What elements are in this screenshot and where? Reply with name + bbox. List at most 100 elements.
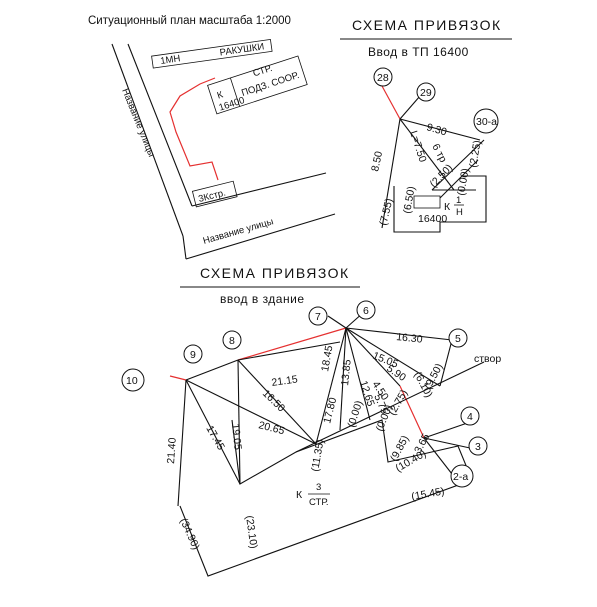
red-seg-top (237, 327, 347, 361)
tri-17-80 (315, 327, 347, 445)
street-bottom-label: Название улицы (202, 216, 275, 247)
dim-l-7-50: L=7.50 (407, 129, 428, 164)
node-2a-label: 2-а (453, 471, 468, 483)
street-bottom-edge-a (191, 172, 327, 207)
tp-k-num: 1 (456, 195, 461, 206)
situation-plan: Ситуационный план масштаба 1:2000 Назван… (88, 15, 336, 260)
bldg-str-label: СТР. (252, 63, 274, 79)
leg-3 (423, 437, 471, 449)
red-seg-10 (169, 375, 187, 381)
building-scheme: СХЕМА ПРИВЯЗОК ввод в здание 10 (121, 265, 501, 577)
tri-12-65 (345, 327, 371, 421)
node-29-label: 29 (420, 87, 432, 99)
tri-21-15 (237, 341, 341, 361)
tp-k-den: Н (456, 207, 463, 218)
dim-9-30: 9.30 (425, 121, 448, 138)
leg-2a (423, 437, 453, 475)
bldg-k-letter: К (296, 489, 303, 501)
tri-19-05 (237, 359, 241, 485)
node-10 (121, 368, 145, 392)
dim-11-35: (11.35) (309, 438, 326, 472)
tri-21-40 (177, 379, 187, 507)
bldg-k-den: СТР. (309, 497, 329, 508)
bldg-rakushki-label: РАКУШКИ (219, 41, 265, 58)
node-5 (448, 328, 468, 348)
node-6 (356, 300, 376, 320)
tp-building-num: 16400 (418, 213, 447, 225)
dim-5-90: 5.90 (384, 363, 408, 384)
dim-20-65: 20.65 (257, 419, 286, 437)
street-corner (182, 235, 187, 260)
node-9-label: 9 (190, 349, 196, 361)
dim-7-55: (7.55) (377, 197, 395, 227)
node-28-label: 28 (377, 72, 389, 84)
node-10-label: 10 (126, 375, 138, 387)
node-5-label: 5 (455, 333, 461, 345)
dim-21-15: 21.15 (271, 373, 299, 389)
node-4-label: 4 (467, 411, 473, 423)
leg-29 (399, 95, 421, 120)
node-3-label: 3 (475, 441, 481, 453)
dim-0-00: (0.00) (455, 167, 472, 196)
node-3 (468, 436, 488, 456)
dim-15-45: (15.45) (410, 485, 445, 503)
building-rakushki: 1МН РАКУШКИ (151, 38, 273, 69)
stvor-line (295, 361, 485, 453)
stvor-label: створ (474, 353, 501, 365)
tri-right (439, 339, 453, 387)
tp-building-outline (393, 175, 487, 233)
dim-17-80: 17.80 (321, 396, 339, 425)
dim-21-40: 21.40 (165, 437, 179, 464)
node-30a-label: 30-а (476, 116, 497, 128)
tp-k-letter: К (444, 201, 451, 213)
tri-20-65 (185, 379, 317, 445)
tri-top-left (185, 359, 239, 381)
building-outline (179, 419, 473, 577)
building-3k: 3Кстр. (191, 180, 238, 208)
node-29 (416, 82, 436, 102)
tp-scheme-subtitle: Ввод в ТП 16400 (368, 45, 469, 59)
dim-8-50: 8.50 (369, 150, 385, 173)
node-7 (308, 306, 328, 326)
tri-16-50 (237, 359, 317, 445)
street-bottom-edge-b (185, 213, 336, 260)
tp-k-label: К (216, 89, 225, 101)
tri-5-90 (345, 327, 401, 387)
street-left-edge-b (127, 43, 193, 207)
dim-2-25: (2.25) (467, 139, 484, 168)
tri-17-45 (185, 379, 241, 485)
dim-13-85: 13.85 (339, 359, 354, 387)
dim-16-50: 16.50 (260, 388, 287, 415)
building-scheme-subtitle: ввод в здание (220, 292, 305, 306)
dim-19-05: 19.05 (229, 423, 244, 451)
tri-13-85 (339, 327, 347, 431)
building-scheme-title: СХЕМА ПРИВЯЗОК (200, 265, 350, 281)
dim-16-30: 16.30 (396, 331, 424, 346)
street-left-label: Название улицы (119, 87, 157, 159)
node-8 (222, 330, 242, 350)
node-28 (373, 67, 393, 87)
leg-7 (327, 315, 347, 329)
tri-15-05 (345, 327, 441, 387)
dim-6-50: (6.50) (401, 185, 418, 214)
tp-scheme: СХЕМА ПРИВЯЗОК Ввод в ТП 16400 28 29 30-… (340, 17, 512, 233)
line-2-50 (439, 159, 479, 199)
tp-inner-box (413, 195, 441, 209)
dim-18-45: 18.45 (319, 344, 335, 372)
node-6-label: 6 (363, 305, 369, 317)
building-podz: К 16400 СТР. ПОДЗ. СООР. (207, 55, 308, 115)
node-7-label: 7 (315, 311, 321, 323)
red-leg-28 (381, 85, 401, 120)
node-2a (450, 464, 474, 488)
bldg-3k-label: 3Кстр. (197, 188, 227, 205)
bldg-k-num: 3 (316, 482, 321, 493)
line-8-50 (381, 118, 401, 229)
cable-route (169, 77, 219, 181)
dim-0-00-a: (0.00) (345, 399, 365, 429)
red-seg-right (399, 385, 425, 439)
tp-scheme-title: СХЕМА ПРИВЯЗОК (352, 17, 502, 33)
tri-16-30 (345, 327, 453, 341)
node-8-label: 8 (229, 335, 235, 347)
dim-23-10: (23.10) (243, 515, 260, 550)
line-6tr (431, 139, 485, 191)
